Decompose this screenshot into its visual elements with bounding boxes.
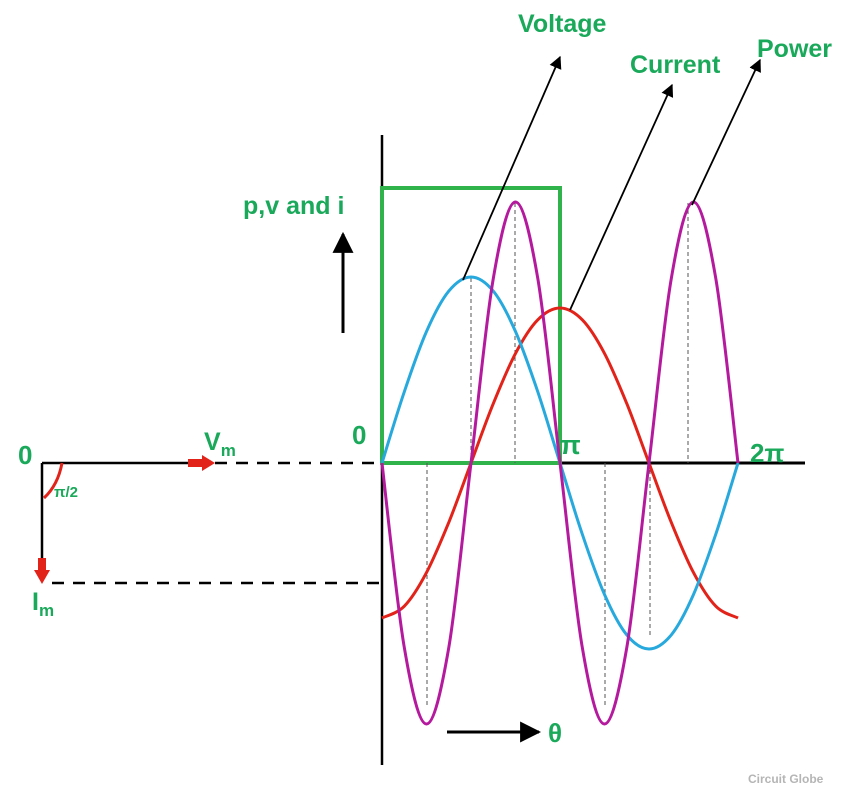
- two-pi-label: 2π: [750, 438, 784, 468]
- im-arrow-head-icon: [34, 558, 50, 584]
- voltage-label: Voltage: [518, 10, 607, 38]
- pi-label: π: [560, 430, 581, 460]
- im-label: Im: [32, 588, 54, 620]
- theta-label: θ: [548, 718, 562, 748]
- vm-arrow-head-icon: [188, 455, 215, 471]
- power-callout-arrow: [691, 58, 761, 206]
- angle-label: π/2: [54, 484, 78, 501]
- im-subscript: m: [39, 601, 54, 620]
- current-label: Current: [630, 51, 721, 79]
- watermark: Circuit Globe: [748, 772, 824, 786]
- power-label: Power: [757, 35, 832, 63]
- power-curve: [380, 200, 740, 726]
- phasor-origin-label: 0: [18, 440, 32, 470]
- vm-label: Vm: [204, 428, 236, 460]
- current-curve: [381, 306, 739, 620]
- angle-arc: [42, 462, 64, 500]
- y-axis-label: p,v and i: [243, 192, 344, 220]
- origin-label: 0: [352, 420, 366, 450]
- current-callout-arrow: [569, 83, 674, 311]
- voltage-callout-arrow: [462, 55, 562, 281]
- vm-subscript: m: [221, 441, 236, 460]
